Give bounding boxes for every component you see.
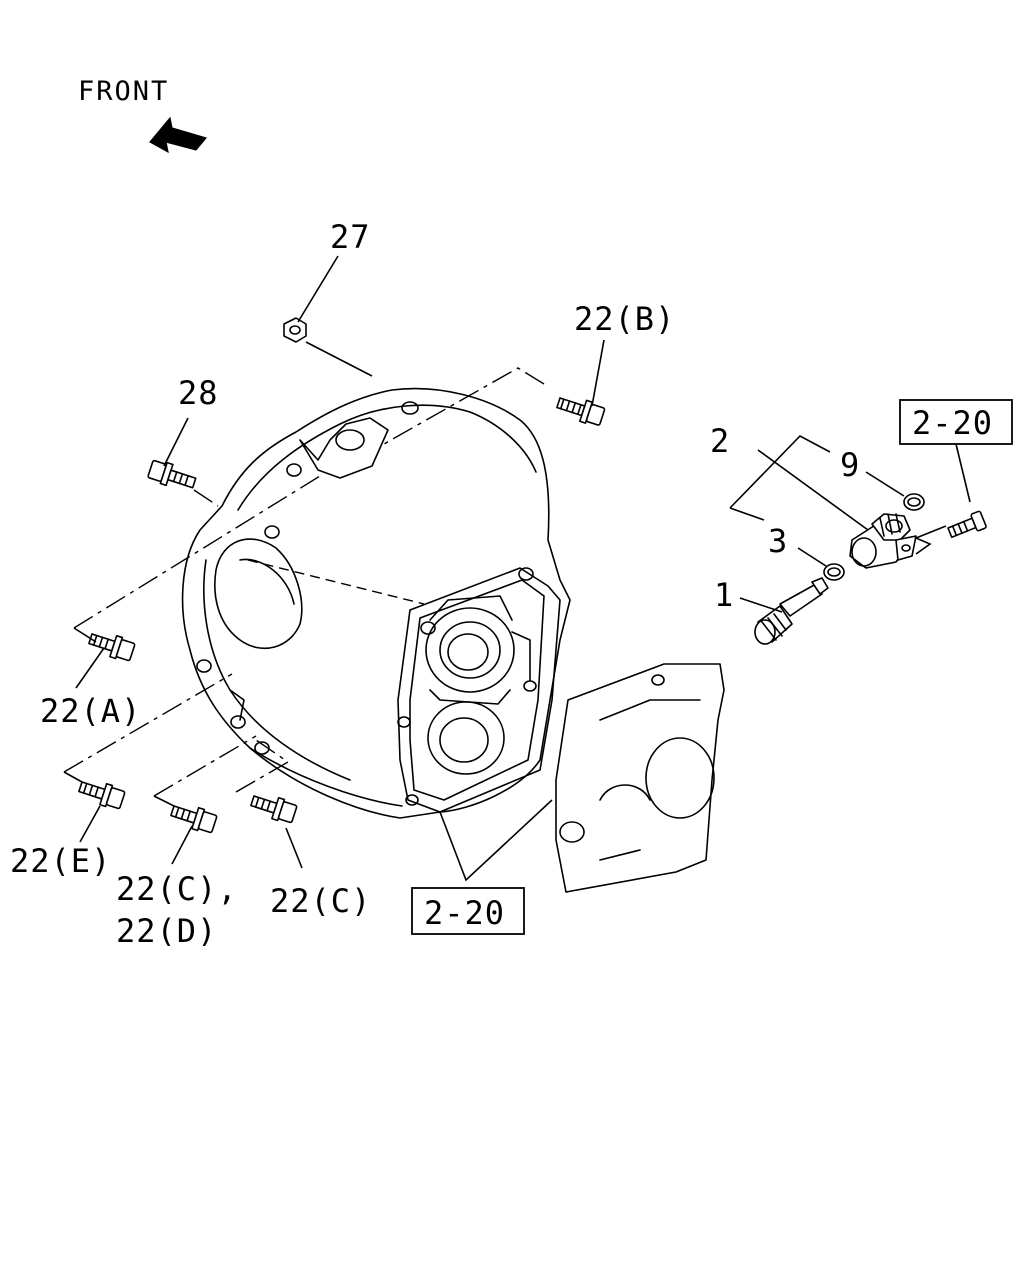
ref-box-bottom-center: 2-20: [411, 887, 525, 935]
leader-22c2: [285, 827, 303, 869]
leader-27-housing: [305, 341, 373, 377]
callout-22b: 22(B): [574, 300, 675, 338]
callout-27: 27: [330, 218, 371, 256]
leader-22e-hole: [63, 673, 233, 773]
bolt-22c: [250, 795, 298, 824]
nut-27: [283, 317, 307, 343]
bolt-28: [147, 459, 197, 489]
leader-2-20-top: [955, 443, 971, 503]
bolt-22b: [556, 397, 606, 426]
leader-22a: [75, 647, 105, 689]
leader-22c2-hole: [235, 739, 290, 793]
ref-box-top-right: 2-20: [899, 399, 1013, 445]
ref-box-top-right-label: 2-20: [912, 404, 993, 442]
leader-1: [739, 597, 783, 613]
clutch-housing: [181, 387, 571, 819]
leader-22e-bolt: [63, 771, 83, 783]
leader-9: [865, 471, 905, 497]
leader-22b: [591, 339, 605, 407]
speedometer-sleeve-2: [849, 513, 917, 569]
bolt-22a: [88, 633, 136, 662]
leader-22c-hole: [153, 735, 257, 797]
leader-22b-hole: [383, 367, 545, 445]
leader-22e: [79, 805, 101, 843]
bolt-22c-22d: [170, 805, 218, 834]
leader-2: [757, 449, 869, 531]
leader-28-hole: [193, 489, 219, 507]
callout-2: 2: [710, 422, 730, 460]
rear-cover-gasket: [555, 663, 725, 893]
speedometer-driven-gear-1: [754, 577, 829, 645]
ref-box-bottom-center-label: 2-20: [424, 894, 505, 932]
sleeve-bolt: [947, 510, 987, 539]
front-label: FRONT: [78, 76, 169, 107]
leader-22a-hole: [73, 475, 321, 629]
callout-22c-22d-line1: 22(C),: [116, 870, 238, 908]
leader-28: [163, 417, 189, 467]
callout-22c-22d-line2: 22(D): [116, 912, 217, 950]
callout-1: 1: [714, 576, 734, 614]
o-ring-3: [823, 563, 845, 581]
callout-22c: 22(C): [270, 882, 371, 920]
callout-3: 3: [768, 522, 788, 560]
front-arrow-icon: [149, 116, 208, 154]
o-ring-9: [903, 493, 925, 511]
leader-27: [297, 255, 339, 323]
leader-22c-bolt: [153, 795, 175, 807]
leader-22cd: [171, 825, 193, 865]
leader-2-bracket-low: [729, 507, 765, 521]
leader-sleeve-bolt: [913, 525, 947, 555]
leader-3: [797, 547, 827, 567]
leader-2-20-bottom: [439, 799, 553, 882]
leader-22a-bolt: [73, 627, 97, 643]
callout-9: 9: [840, 446, 860, 484]
callout-22a: 22(A): [40, 692, 141, 730]
callout-22e: 22(E): [10, 842, 111, 880]
bolt-22e: [78, 781, 126, 810]
leader-2-bracket: [729, 435, 831, 509]
callout-28: 28: [178, 374, 219, 412]
